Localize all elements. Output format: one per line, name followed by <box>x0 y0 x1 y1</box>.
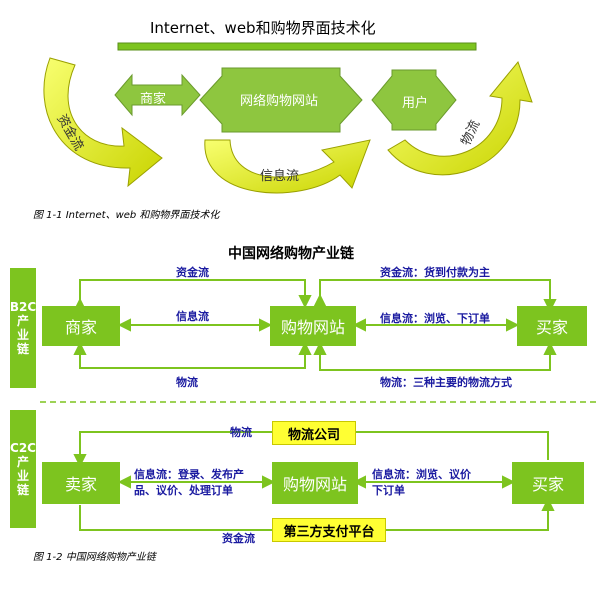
c2c-logistics-label: 物流 <box>230 426 252 439</box>
c2c-left-info-label-2: 品、议价、处理订单 <box>134 484 233 497</box>
c2c-capital-label: 资金流 <box>222 532 255 545</box>
fig1-info-flow-label: 信息流 <box>260 169 300 184</box>
b2c-side-label-line: B2C <box>9 300 37 314</box>
c2c-side-label-line: 链 <box>16 483 29 497</box>
b2c-buyer-box: 买家 <box>517 306 587 346</box>
b2c-left-info-label: 信息流 <box>176 310 209 323</box>
b2c-merchant-box: 商家 <box>42 306 120 346</box>
b2c-side-label: B2C 产 业 链 <box>10 268 36 388</box>
b2c-side-label-line: 产 <box>16 314 29 328</box>
c2c-side-label-line: C2C <box>10 441 36 455</box>
c2c-side-label-line: 业 <box>16 469 29 483</box>
c2c-right-info-label-1: 信息流：浏览、议价 <box>372 468 471 481</box>
b2c-right-info-label: 信息流：浏览、下订单 <box>380 312 490 325</box>
payment-platform-box: 第三方支付平台 <box>272 518 386 542</box>
c2c-buyer-box: 买家 <box>512 462 584 504</box>
b2c-right-logistics-label: 物流：三种主要的物流方式 <box>380 376 512 389</box>
logistics-flow-arrow <box>387 60 533 176</box>
c2c-side-label: C2C 产 业 链 <box>10 410 36 528</box>
b2c-right-lines <box>313 279 557 371</box>
fig1-caption: 图 1-1 Internet、web 和购物界面技术化 <box>33 210 220 221</box>
b2c-left-logistics-label: 物流 <box>176 376 198 389</box>
site-arrow-shape <box>199 67 363 133</box>
b2c-right-capital-label: 资金流：货到付款为主 <box>380 266 490 279</box>
b2c-left-lines <box>73 279 312 369</box>
b2c-site-box: 购物网站 <box>270 306 356 346</box>
logistics-company-box: 物流公司 <box>272 421 356 445</box>
merchant-arrow-shape <box>114 73 201 117</box>
fig1-user-label: 用户 <box>402 96 429 111</box>
fig1-header: Internet、web和购物界面技术化 <box>150 19 376 37</box>
capital-flow-arrow <box>43 57 163 188</box>
fig2-title: 中国网络购物产业链 <box>228 246 354 262</box>
b2c-left-capital-label: 资金流 <box>176 266 209 279</box>
b2c-side-label-line: 业 <box>16 328 29 342</box>
c2c-left-info-label-1: 信息流：登录、发布产 <box>134 468 244 481</box>
fig1-site-label: 网络购物网站 <box>240 94 319 109</box>
c2c-seller-box: 卖家 <box>42 462 120 504</box>
header-bar <box>117 42 477 51</box>
c2c-side-label-line: 产 <box>16 455 29 469</box>
fig1-merchant-label: 商家 <box>140 92 167 107</box>
fig2-caption: 图 1-2 中国网络购物产业链 <box>33 552 156 563</box>
c2c-site-box: 购物网站 <box>272 462 358 504</box>
info-flow-arrow <box>204 139 371 194</box>
c2c-right-info-label-2: 下订单 <box>372 484 405 497</box>
user-arrow-shape <box>371 69 457 131</box>
b2c-side-label-line: 链 <box>16 342 29 356</box>
